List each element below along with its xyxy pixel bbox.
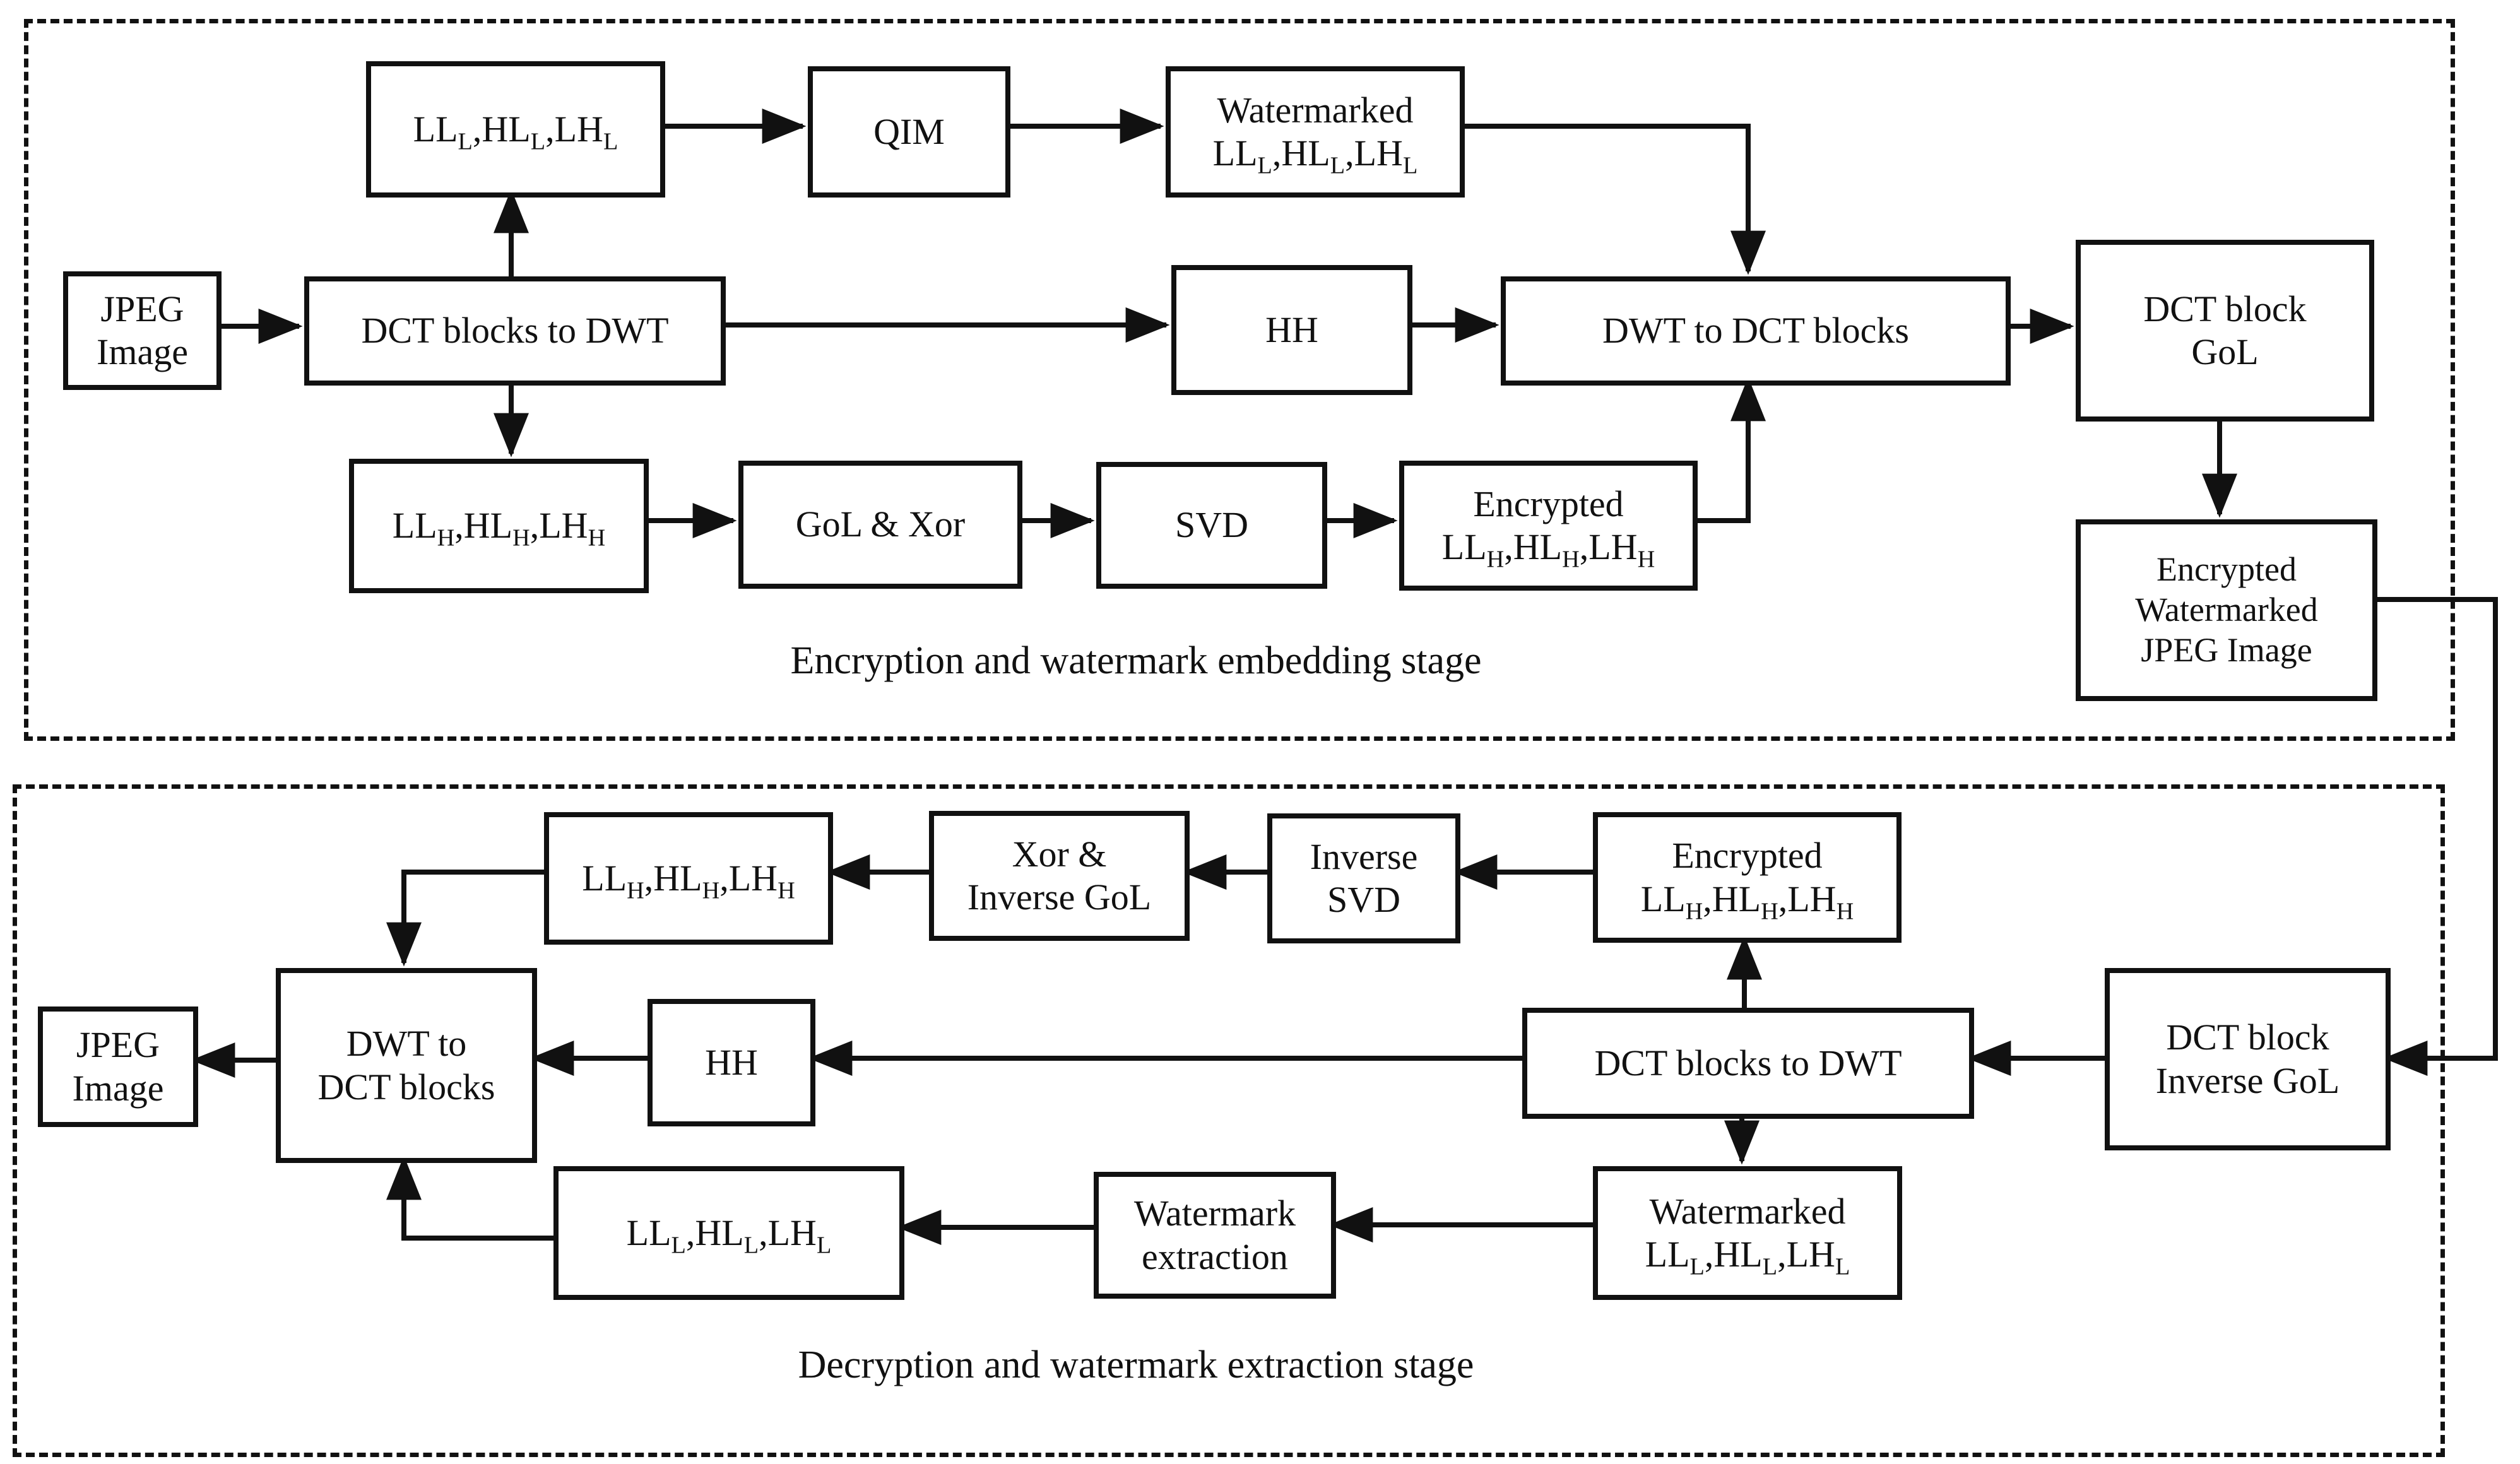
extraction-stage-label: Decryption and watermark extraction stag…	[798, 1343, 1474, 1386]
box-ll-hl-lh-h-2: LLH,HLH,LHH	[544, 812, 833, 945]
box-svd: SVD	[1096, 462, 1327, 589]
box-ll-hl-lh-l: LLL,HLL,LHL	[366, 61, 665, 198]
box-hh-2: HH	[648, 999, 815, 1126]
box-ll-hl-lh-l-2: LLL,HLL,LHL	[553, 1166, 904, 1300]
extraction-stage-boundary	[13, 784, 2445, 1457]
box-qim: QIM	[808, 66, 1010, 198]
embedding-stage-boundary	[24, 19, 2455, 741]
box-ll-hl-lh-h: LLH,HLH,LHH	[349, 459, 649, 593]
embedding-stage-label: Encryption and watermark embedding stage	[790, 639, 1482, 682]
box-dwt-to-dct-blocks: DWT to DCT blocks	[1501, 276, 2011, 386]
box-hh: HH	[1171, 265, 1412, 395]
box-dct-blocks-to-dwt: DCT blocks to DWT	[304, 276, 726, 386]
box-xor-and-inverse-gol: Xor &Inverse GoL	[929, 811, 1190, 941]
box-dct-blocks-to-dwt-2: DCT blocks to DWT	[1522, 1008, 1974, 1119]
box-gol-and-xor: GoL & Xor	[738, 461, 1022, 589]
